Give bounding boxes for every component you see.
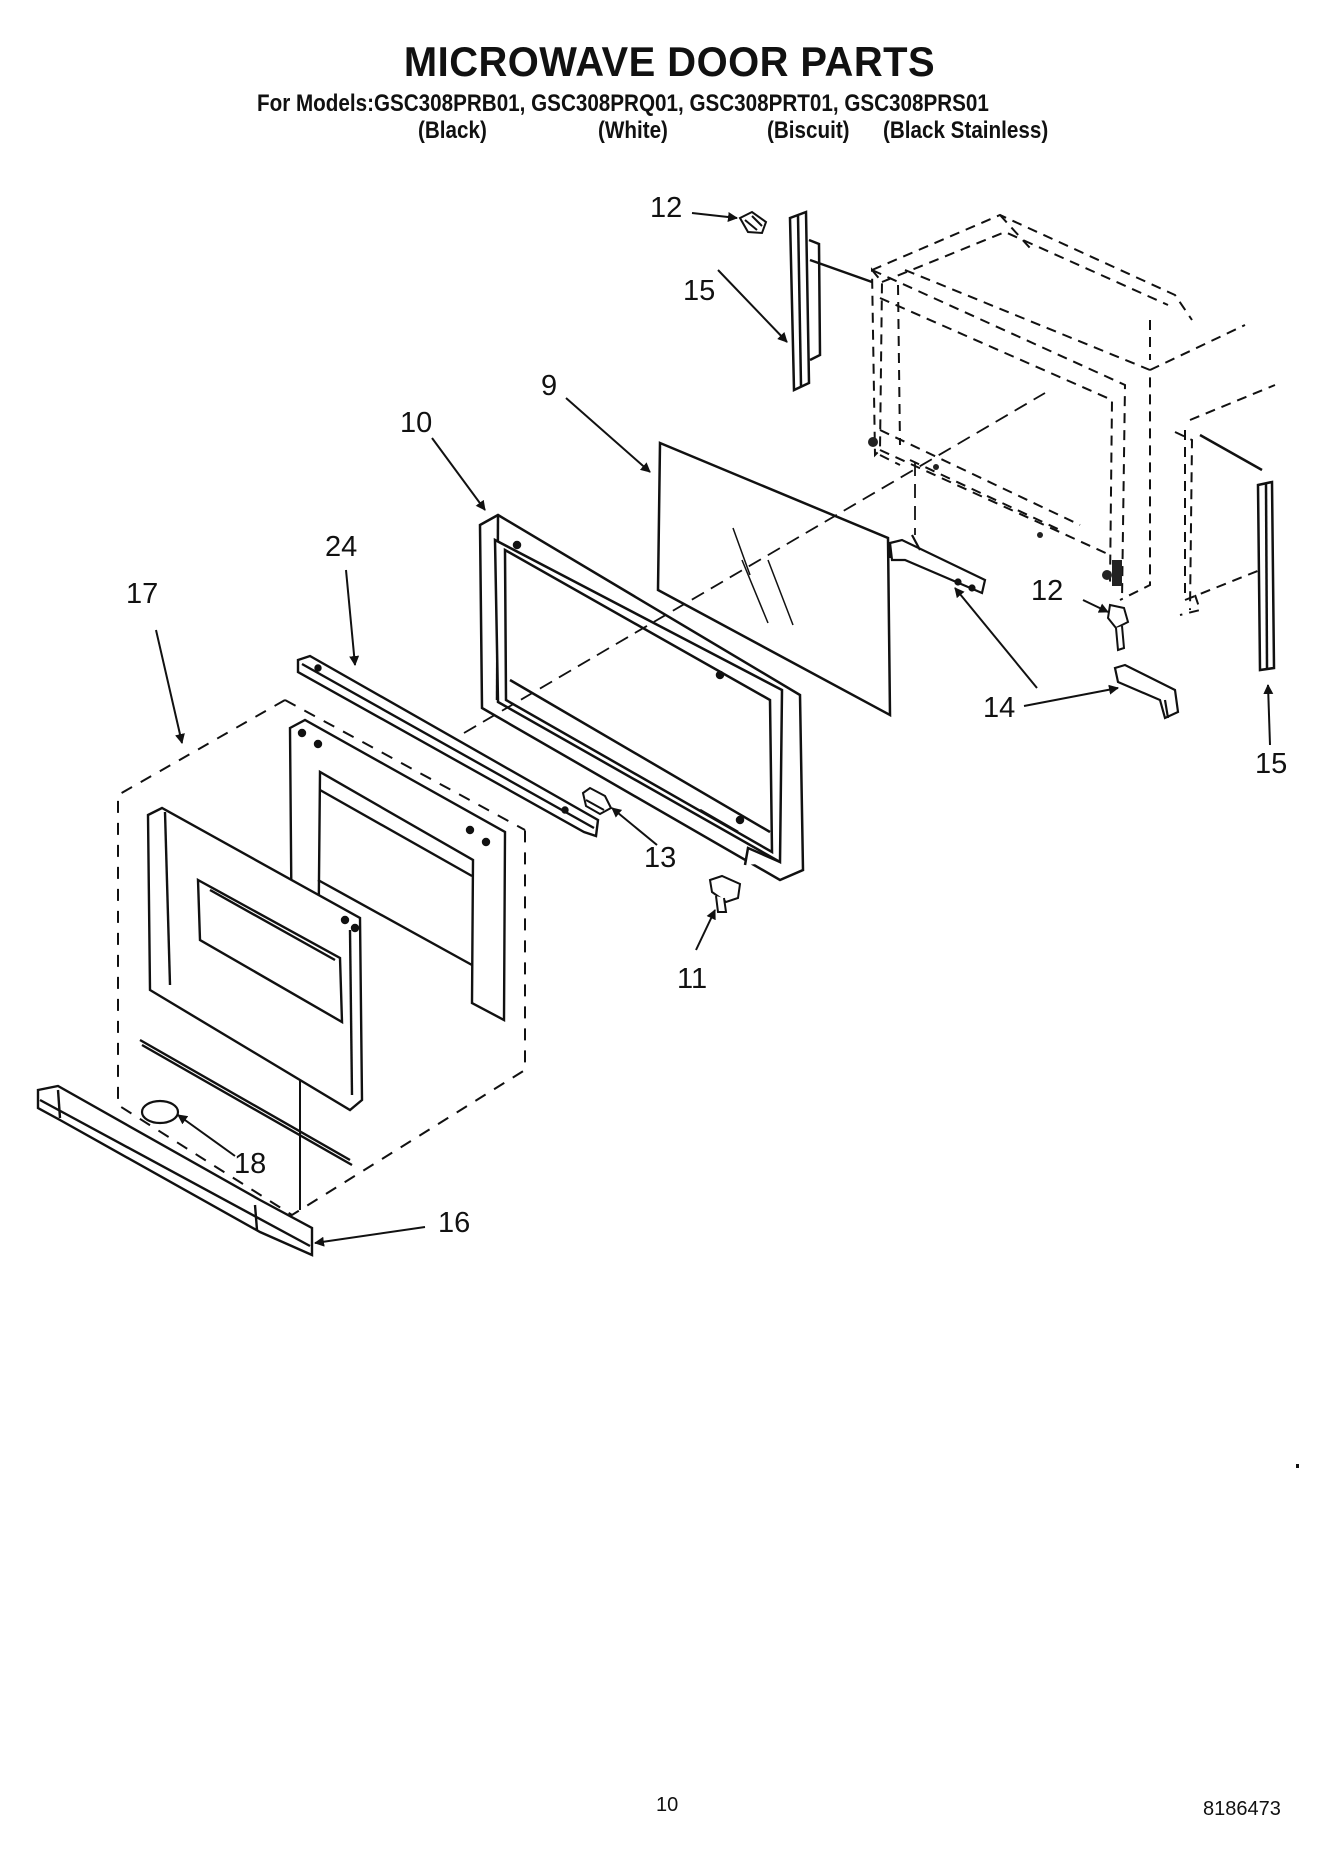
part-17-inner-panels: [139, 718, 507, 1210]
part-16-door-handle: [36, 1084, 314, 1257]
callout-12-mid: 12: [1031, 575, 1063, 607]
callout-12-top: 12: [650, 192, 682, 224]
callout-24: 24: [325, 531, 357, 563]
part-13-screw: [581, 786, 613, 816]
document-number: 8186473: [1203, 1798, 1281, 1820]
alignment-lines: [463, 392, 1046, 734]
part-15-side-trim-right: [1199, 433, 1276, 672]
callout-15-top: 15: [683, 275, 715, 307]
color-biscuit: (Biscuit): [767, 117, 850, 144]
part-11-screw: [708, 874, 742, 913]
callout-11: 11: [677, 963, 707, 995]
part-10-door-frame: [478, 513, 805, 882]
part-15-side-trim-top: [788, 210, 873, 392]
callout-14: 14: [983, 692, 1015, 724]
part-14-hinge-bracket-lower: [1113, 663, 1180, 720]
callout-16: 16: [438, 1207, 470, 1239]
scan-speck: [1296, 1464, 1299, 1468]
color-white: (White): [598, 117, 668, 144]
page-number: 10: [656, 1794, 679, 1816]
part-14-hinge-bracket-upper: [888, 534, 987, 595]
callout-9: 9: [541, 370, 557, 402]
cabinet-hinge-details: [868, 437, 1122, 586]
callout-arrows: [155, 212, 1274, 1247]
microwave-cabinet-outline: [870, 213, 1276, 616]
part-18-round-button: [140, 1099, 180, 1125]
part-9-glass-panel: [656, 441, 892, 718]
callout-10: 10: [400, 407, 432, 439]
part-12-screw-top: [738, 210, 768, 235]
callout-18: 18: [234, 1148, 266, 1180]
callout-13: 13: [644, 842, 676, 874]
page-title: MICROWAVE DOOR PARTS: [403, 38, 936, 85]
color-black-stainless: (Black Stainless): [883, 117, 1049, 144]
part-17-door-assembly-outline: [117, 699, 526, 1217]
callout-17: 17: [126, 578, 158, 610]
part-12-screw-mid: [1106, 603, 1130, 652]
models-line: For Models:GSC308PRB01, GSC308PRQ01, GSC…: [257, 90, 989, 117]
model-colors: (Black) (White) (Biscuit) (Black Stainle…: [0, 117, 1339, 147]
color-black: (Black): [418, 117, 487, 144]
callout-15-right: 15: [1255, 748, 1287, 780]
part-24-door-strip: [296, 654, 600, 838]
